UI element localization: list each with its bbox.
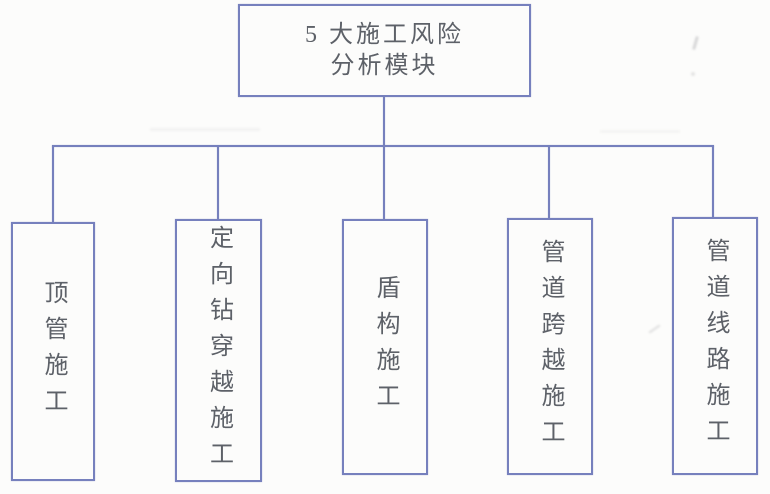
child-node-label: 管道线路施工 bbox=[702, 238, 728, 454]
connector-root-drop bbox=[383, 97, 385, 219]
child-node-label: 顶管施工 bbox=[40, 279, 66, 424]
root-node-box: 5 大施工风险 分析模块 bbox=[238, 4, 531, 97]
connector-drop-5 bbox=[712, 146, 714, 217]
scan-smudge bbox=[150, 128, 260, 131]
child-node-box-2: 定向钻穿越施工 bbox=[175, 219, 262, 482]
child-node-label: 定向钻穿越施工 bbox=[205, 224, 232, 477]
root-title-line2: 分析模块 bbox=[330, 52, 439, 79]
connector-drop-2 bbox=[217, 146, 219, 219]
root-title-line1: 5 大施工风险 bbox=[305, 21, 464, 48]
connector-drop-4 bbox=[548, 146, 550, 218]
child-node-box-4: 管道跨越施工 bbox=[507, 218, 593, 475]
scan-smudge bbox=[691, 72, 695, 76]
connector-rail bbox=[52, 145, 714, 147]
child-node-box-3: 盾构施工 bbox=[342, 219, 428, 475]
connector-drop-1 bbox=[52, 146, 54, 222]
child-node-box-1: 顶管施工 bbox=[11, 222, 95, 481]
scan-smudge bbox=[692, 35, 699, 51]
scan-smudge bbox=[600, 130, 680, 133]
child-node-label: 盾构施工 bbox=[372, 275, 398, 419]
scan-smudge bbox=[648, 324, 661, 334]
child-node-label: 管道跨越施工 bbox=[537, 238, 563, 455]
child-node-box-5: 管道线路施工 bbox=[672, 217, 758, 475]
